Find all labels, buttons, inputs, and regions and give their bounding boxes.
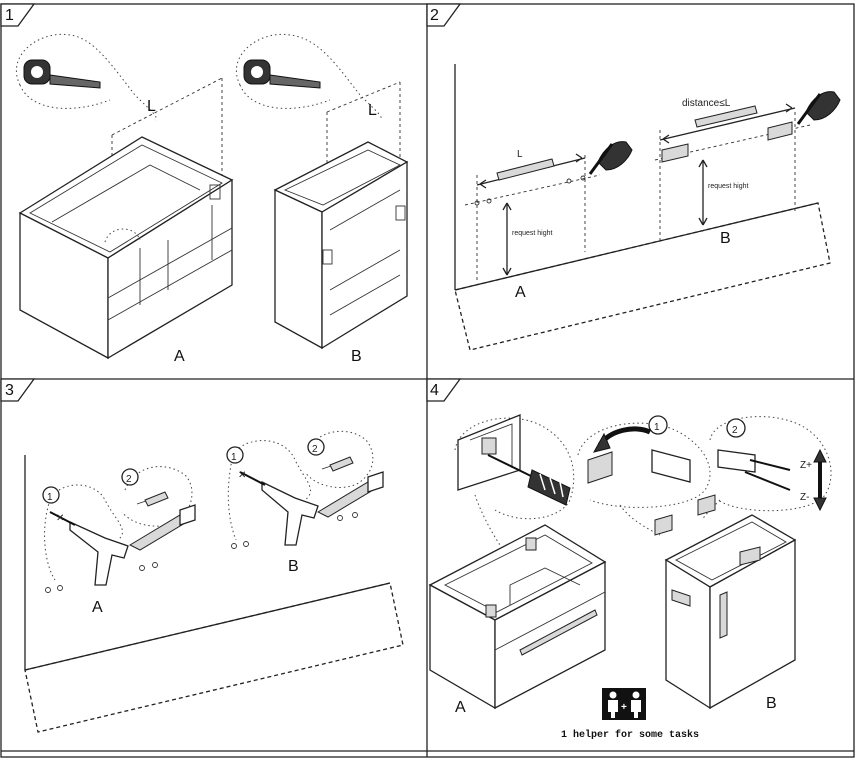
step-tag-3: 3	[0, 378, 36, 402]
step-2-label-a: A	[515, 284, 526, 301]
step-3-a-plug-bubble: 2	[121, 466, 193, 527]
step-4-bracket-bubble: 1	[577, 415, 711, 536]
helper-note: 1 helper for some tasks	[561, 729, 699, 741]
step-3-label-b: B	[288, 558, 299, 575]
pencil-hand-icon	[588, 141, 633, 175]
step-2-panel: L request hight A distance≤L reque	[454, 64, 841, 351]
step-3-a-bubble-1: 1	[47, 492, 53, 503]
svg-text:✕: ✕	[56, 513, 64, 524]
step-3-b-bubble-1: 1	[231, 452, 237, 463]
step-1-label-l-a: L	[147, 98, 156, 115]
tape-measure-bubble-a: L	[15, 33, 157, 121]
drill-icon	[239, 471, 319, 546]
tape-measure-bubble-b: L	[235, 33, 382, 121]
step-3-label-a: A	[92, 599, 103, 616]
step-number-3: 3	[5, 382, 14, 399]
step-4-label-zplus: Z+	[800, 460, 812, 471]
step-3-b-rail	[316, 471, 384, 521]
pencil-hand-icon	[796, 91, 841, 125]
step-4-bubble-1: 1	[654, 422, 660, 433]
step-1-label-b: B	[351, 348, 362, 365]
step-number-1: 1	[5, 7, 14, 24]
step-4-screwdriver-bubble	[454, 414, 575, 546]
step-4-label-b: B	[766, 695, 777, 712]
step-4-adjust-bubble: 2 Z+ Z-	[701, 416, 832, 521]
screwdriver-icon	[487, 454, 571, 506]
step-1-panel: L L	[15, 33, 409, 365]
svg-text:✕: ✕	[238, 470, 246, 481]
tape-measure-icon	[243, 59, 321, 89]
step-2-label-l: L	[517, 149, 523, 160]
step-1-label-l-b: L	[368, 102, 377, 119]
step-3-b-plug-bubble: 2	[304, 430, 374, 488]
arrow-icon	[813, 448, 827, 512]
step-tag-2: 2	[426, 3, 462, 27]
step-3-b-drill-bubble: 1 ✕	[226, 440, 319, 549]
step-4-label-a: A	[455, 699, 466, 716]
cabinet-b-illustration	[273, 141, 409, 350]
step-4-bubble-2: 2	[732, 425, 738, 436]
wall-plug-icon	[321, 456, 354, 472]
step-2-request-hight-b: request hight	[708, 183, 749, 190]
wall-plug-icon	[136, 491, 169, 507]
step-3-b-bubble-2: 2	[312, 444, 318, 455]
step-3-panel: 1 ✕ 2 A	[24, 430, 404, 733]
step-4-cabinet-b	[664, 514, 797, 710]
step-4-label-zminus: Z-	[800, 492, 809, 503]
step-3-a-drill-bubble: 1 ✕	[42, 484, 129, 593]
step-4-cabinet-a	[428, 524, 607, 710]
step-2-level-b	[659, 103, 796, 163]
step-tag-1: 1	[0, 3, 36, 27]
step-2-label-distance: distance≤L	[682, 98, 731, 109]
step-2-label-b: B	[720, 230, 731, 247]
step-3-a-bubble-2: 2	[126, 474, 132, 485]
step-2-level-a	[474, 153, 586, 206]
step-2-request-hight-a: request hight	[512, 230, 553, 237]
arrow-icon	[593, 426, 652, 453]
svg-text:+: +	[621, 702, 627, 713]
step-3-a-rail	[128, 504, 196, 571]
step-tag-4: 4	[426, 378, 462, 402]
step-4-panel: 1 2 Z+ Z-	[428, 414, 832, 741]
step-1-label-a: A	[174, 348, 185, 365]
two-people-icon: +	[602, 688, 646, 720]
tape-measure-icon	[23, 59, 101, 89]
step-number-2: 2	[430, 7, 439, 24]
cabinet-a-illustration	[18, 136, 234, 360]
drill-icon	[49, 511, 129, 586]
step-number-4: 4	[430, 382, 439, 399]
